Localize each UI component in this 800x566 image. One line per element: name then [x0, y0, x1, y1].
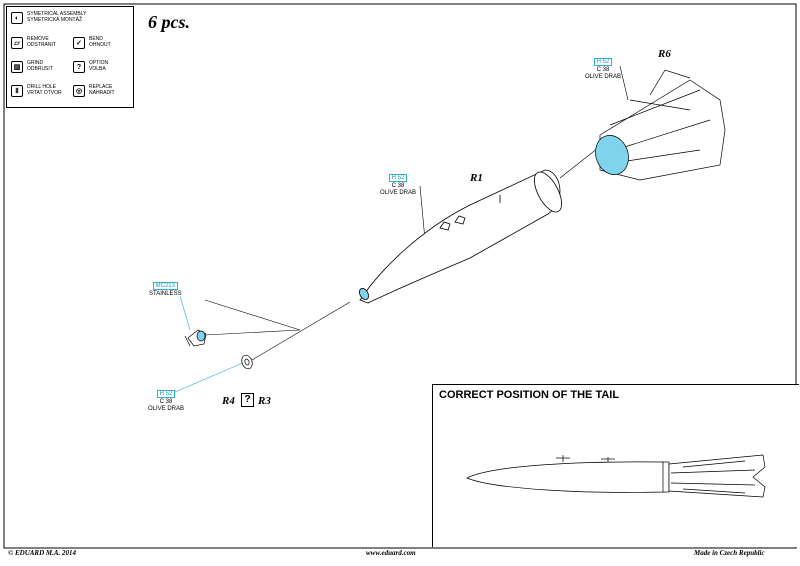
- option-question-box: ?: [241, 393, 254, 407]
- tail-r6: [595, 69, 726, 181]
- paint-callout-fuze: MC213 STAINLESS: [149, 282, 182, 297]
- quantity-title: 6 pcs.: [148, 12, 190, 32]
- paint-callout-tail: H 52 C 38 OLIVE DRAB: [585, 58, 622, 80]
- paint-code: MC213: [152, 282, 178, 290]
- paint-code: H 52: [156, 390, 176, 398]
- footer-copyright: © EDUARD M.A. 2014: [8, 549, 77, 557]
- correct-position-panel: CORRECT POSITION OF THE TAIL: [432, 384, 799, 547]
- paint-code: H 52: [388, 174, 408, 182]
- remove-icon: ▱: [11, 37, 23, 49]
- part-label-r6: R6: [658, 48, 671, 60]
- symmetrical-assembly-icon: ◐: [11, 12, 23, 24]
- part-label-r4: R4: [222, 395, 235, 407]
- footer-origin: Made in Czech Republic: [694, 549, 765, 557]
- replace-icon: ◎: [73, 85, 85, 97]
- drill-hole-icon: Ⅱ: [11, 85, 23, 97]
- paint-callout-body: H 52 C 38 OLIVE DRAB: [380, 174, 417, 196]
- paint-callout-ring: H 52 C 38 OLIVE DRAB: [148, 390, 185, 412]
- option-icon: ?: [73, 61, 85, 73]
- part-label-r3: R3: [258, 395, 271, 407]
- grind-icon: ▨: [11, 61, 23, 73]
- paint-code: H 52: [593, 58, 613, 66]
- footer-website: www.eduard.com: [366, 549, 416, 557]
- ring-part: [241, 354, 253, 370]
- part-label-r1: R1: [470, 172, 483, 184]
- bomb-body-r1: [359, 169, 562, 304]
- correct-position-drawing: [466, 454, 766, 498]
- fuze-part: [184, 329, 207, 347]
- bend-icon: ✓: [73, 37, 85, 49]
- correct-position-title: CORRECT POSITION OF THE TAIL: [439, 389, 620, 401]
